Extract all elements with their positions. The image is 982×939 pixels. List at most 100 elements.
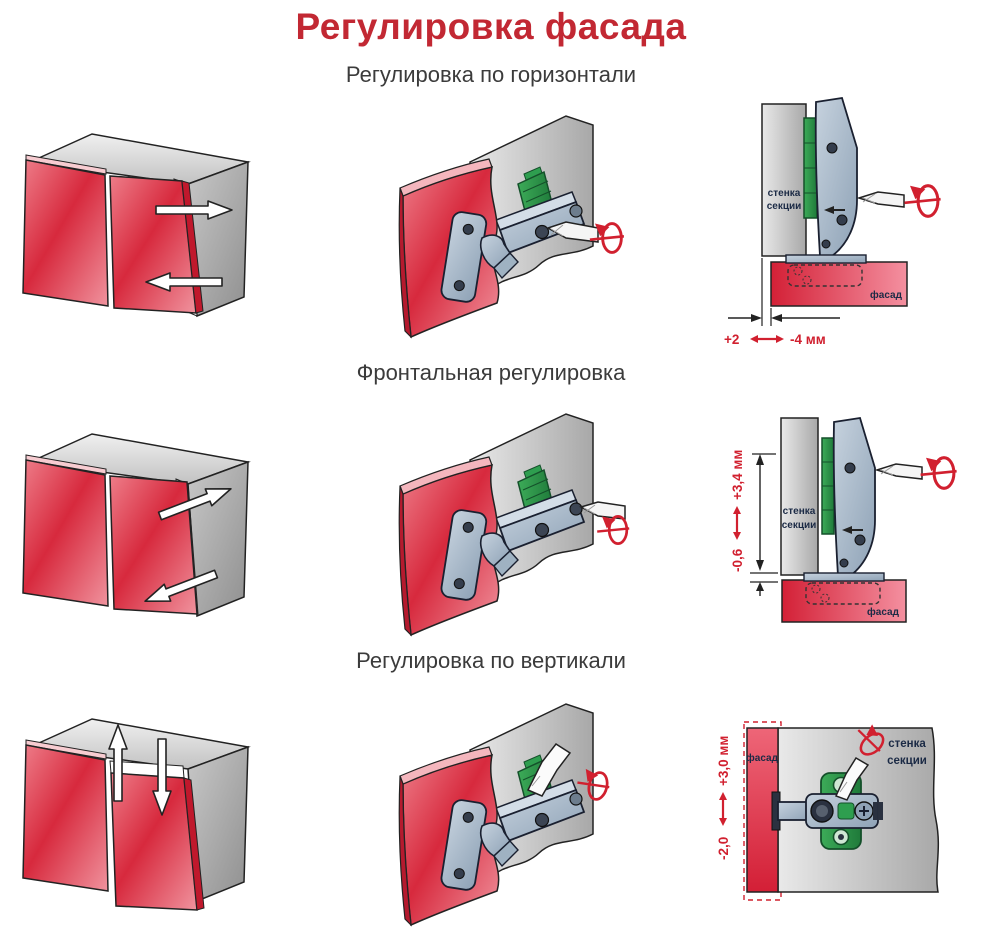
dim-arrowhead: [756, 454, 764, 465]
facade-label: фасад: [867, 606, 900, 618]
door-side-edge: [398, 187, 412, 339]
hinge-screw: [839, 558, 849, 568]
screwdriver-tip-detail: [880, 465, 894, 475]
screwdriver-tip-detail: [583, 507, 596, 515]
range-to: +3,0 мм: [716, 736, 731, 786]
hinge-rear-screw: [569, 204, 583, 218]
plate-detail: [522, 180, 549, 193]
cabinet-figure-horizontal: [22, 133, 251, 318]
door-top-edge: [399, 746, 493, 785]
range-arrow-icon: [731, 504, 743, 542]
hinge-figure-frontal: [398, 413, 630, 637]
hinge-link: [493, 549, 519, 578]
small-arrow-icon: [842, 526, 852, 534]
section-figure-horizontal: стенка секции фасад +2 -4 мм: [724, 96, 943, 347]
door-top-edge: [25, 739, 107, 760]
facade-label: фасад: [746, 752, 779, 764]
hinge-screw: [826, 142, 838, 154]
hinge-screw: [844, 462, 856, 474]
range-label-rotated: -0,6 +3,4 мм: [730, 450, 745, 572]
cup-screw-dashed: [820, 593, 830, 603]
range-to: +3,4 мм: [730, 450, 745, 500]
hinge-screw: [854, 534, 866, 546]
door-mount-plate: [440, 211, 488, 303]
section-heading-frontal: Фронтальная регулировка: [356, 360, 626, 385]
hinge-rear-screw: [569, 502, 583, 516]
hinge-figure-vertical: [398, 703, 614, 927]
left-door: [22, 744, 109, 892]
wall-label: секции: [782, 520, 817, 531]
facade-board: [770, 261, 908, 307]
screwdriver-icon: [579, 501, 626, 520]
screwdriver-tip-detail: [862, 193, 876, 203]
hinge-link: [493, 839, 519, 868]
rotation-arrow-icon: [595, 515, 630, 545]
section-figure-frontal: стенка секции фасад -0,6 +3,4 мм: [730, 416, 959, 623]
screwdriver-tip-detail: [880, 469, 894, 476]
section-heading-horizontal: Регулировка по горизонтали: [345, 62, 637, 87]
plate-detail: [525, 488, 552, 501]
screwdriver-icon: [834, 756, 870, 801]
hinge-flange: [785, 254, 867, 264]
cup-screw-dashed: [811, 584, 821, 594]
range-arrow-icon: [748, 333, 786, 345]
hinge-rear-screw: [569, 792, 583, 806]
wall-label: стенка: [783, 506, 816, 517]
screw-center: [838, 834, 844, 840]
screwdriver-tip-detail: [550, 228, 564, 237]
plate-detail: [522, 478, 549, 491]
hinge-figure-horizontal: [398, 115, 626, 339]
left-door: [22, 159, 109, 307]
rotation-arrow-icon: [903, 184, 943, 218]
hinge-arm: [814, 96, 858, 257]
screwdriver-tip-detail: [583, 504, 596, 514]
door-top-edge: [25, 454, 107, 475]
cabinet-side-face: [187, 460, 249, 618]
hinge-adjust-screw: [534, 224, 550, 240]
section-heading-vertical: Регулировка по вертикали: [356, 648, 626, 673]
door-top-edge: [399, 158, 493, 197]
cam-wheel-center: [816, 805, 828, 817]
dim-arrowhead: [751, 314, 762, 322]
range-label-rotated: -2,0 +3,0 мм: [716, 736, 731, 860]
range-from: -2,0: [716, 837, 731, 860]
door-side-edge: [398, 485, 412, 637]
small-arrow-icon: [824, 206, 834, 214]
facade-label: фасад: [870, 289, 903, 301]
hinge-cup-dashed: [787, 264, 863, 287]
left-door: [22, 459, 109, 607]
door-mount-plate: [440, 799, 488, 891]
wall-label: секции: [767, 201, 802, 212]
wall-board: [761, 103, 807, 257]
dim-arrowhead: [756, 582, 764, 591]
range-arrow-icon: [717, 790, 729, 828]
right-door-tilted: [109, 175, 197, 314]
right-door-edge: [183, 777, 205, 911]
cabinet-figure-frontal: [22, 433, 251, 618]
door-top-edge: [399, 456, 493, 495]
door-side-edge: [398, 775, 412, 927]
hinge-screw: [821, 239, 831, 249]
dim-arrowhead: [756, 560, 764, 571]
green-insert: [837, 802, 855, 820]
facade-board: [781, 579, 907, 623]
plate-detail: [525, 190, 552, 203]
rotation-arrow-icon: [919, 456, 959, 490]
hinge-screw: [836, 214, 848, 226]
screwdriver-icon: [526, 742, 572, 797]
hinge-cup-dashed: [805, 582, 881, 605]
slot: [879, 802, 883, 820]
hinge-screw: [534, 812, 550, 828]
cup-screw-dashed: [793, 266, 803, 276]
hinge-screw: [534, 522, 550, 538]
wall-label: стенка: [768, 188, 801, 199]
wall-label: стенка: [888, 738, 926, 750]
range-to: -4 мм: [790, 332, 826, 347]
dim-arrowhead: [771, 314, 782, 322]
page-title: Регулировка фасада: [295, 6, 687, 47]
screwdriver-tip-detail: [550, 224, 564, 236]
wall-board: [780, 417, 819, 576]
wall-label: секции: [887, 755, 927, 767]
slot: [873, 802, 877, 820]
